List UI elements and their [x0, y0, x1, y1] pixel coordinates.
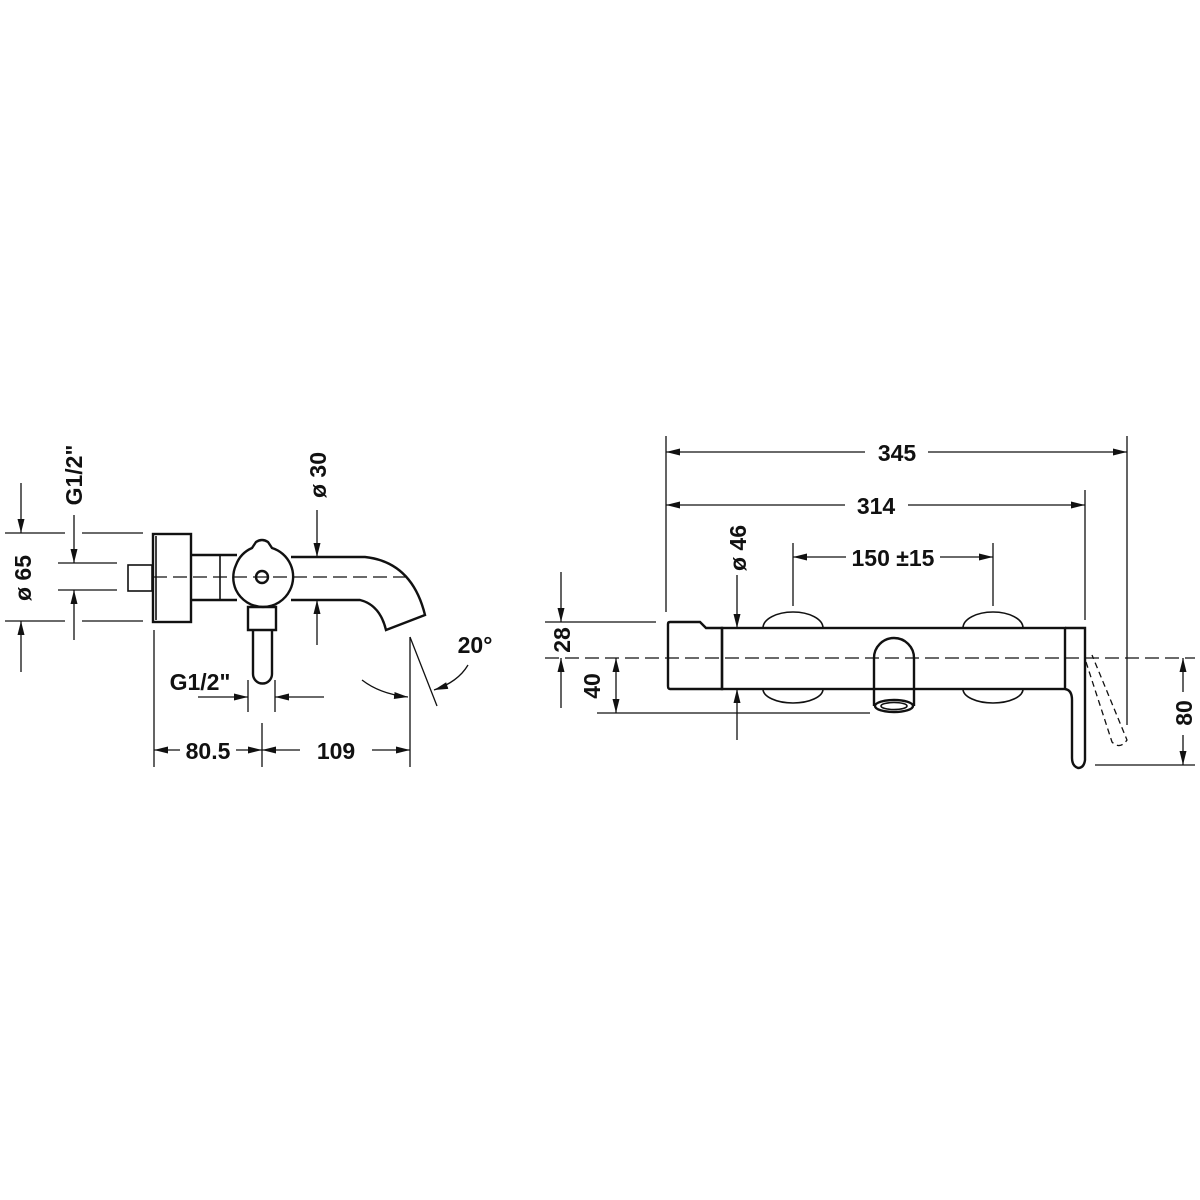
dim-label: 28: [549, 627, 575, 653]
dim-overall-width: 345: [665, 436, 1128, 725]
dim-thread-outlet: G1/2": [170, 669, 324, 712]
mixer-body-front: [545, 611, 1195, 770]
dim-label: 20°: [458, 632, 493, 658]
mixer-body-side: [127, 532, 427, 685]
dim-label: G1/2": [61, 445, 87, 506]
wall-connector: [127, 564, 153, 592]
dim-label: 80: [1171, 700, 1197, 726]
rosette-right-top: [962, 611, 1024, 629]
dim-spout-drop: 40: [579, 658, 870, 714]
dim-label: ø 65: [10, 555, 36, 601]
dim-handle-drop: 80: [1095, 658, 1197, 766]
dim-label: ø 30: [305, 452, 331, 498]
spout-front: [872, 636, 916, 706]
wall-flange: [151, 532, 193, 624]
dim-label: 80.5: [186, 738, 231, 764]
dim-spout-angle: 20°: [361, 632, 493, 707]
dim-label: G1/2": [170, 669, 231, 695]
outlet-nut: [246, 605, 278, 632]
dim-connection-spacing: 150 ±15: [792, 543, 994, 606]
dim-thread-wall: G1/2": [58, 445, 117, 640]
front-view: 345 314 150 ±15 ø 46 28: [545, 436, 1197, 770]
dim-label: 109: [317, 738, 355, 764]
dim-diameter-body: ø 46: [725, 525, 751, 740]
outlet-pipe: [251, 630, 274, 685]
dim-top-offset: 28: [545, 572, 656, 708]
dim-label: 150 ±15: [852, 545, 935, 571]
dim-diameter-flange: ø 65: [5, 483, 143, 672]
lever-handle-alt-position: [1085, 654, 1128, 747]
dim-label: 40: [579, 673, 605, 699]
dim-depth: 80.5 109: [153, 630, 411, 767]
dim-diameter-spout: ø 30: [305, 452, 331, 645]
spout-side: [291, 555, 427, 632]
side-view: ø 65 G1/2" ø 30 G1/2": [5, 445, 492, 767]
body-end-cap: [666, 620, 724, 691]
lever-handle: [1064, 626, 1087, 770]
handle-hub: [232, 538, 295, 609]
body-side: [191, 553, 237, 602]
dim-body-width: 314: [666, 490, 1086, 620]
rosette-left-top: [762, 611, 824, 629]
dim-label: 345: [878, 440, 917, 466]
rosette-left-bottom: [762, 688, 824, 704]
dim-label: 314: [857, 493, 896, 519]
rosette-right-bottom: [962, 688, 1024, 704]
spout-outlet: [873, 698, 915, 714]
dim-label: ø 46: [725, 525, 751, 571]
